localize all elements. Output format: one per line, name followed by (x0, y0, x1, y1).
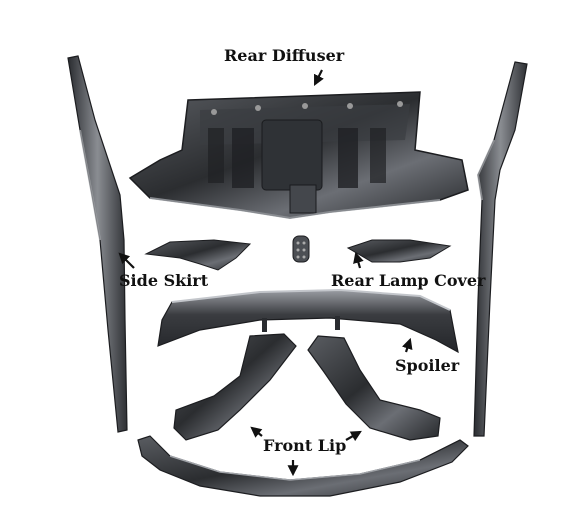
spoiler-label: Spoiler (395, 356, 460, 375)
arrow-side-skirt (118, 252, 135, 269)
left-side-skirt-part (67, 55, 128, 433)
arrow-rear-lamp (353, 251, 364, 269)
rear-diffuser-part (128, 91, 469, 220)
arrow-front-lip-left (250, 426, 263, 438)
front-lip-right-segment (307, 335, 441, 441)
left-rear-lamp-cover-part (144, 239, 252, 271)
rear-diffuser-label: Rear Diffuser (224, 46, 345, 65)
right-rear-lamp-cover-part (346, 239, 452, 263)
rear-lamp-cover-label: Rear Lamp Cover (331, 271, 486, 290)
annotation-arrows (118, 69, 413, 477)
spoiler-part (157, 288, 459, 354)
right-side-skirt-part (473, 61, 528, 437)
arrow-front-lip-right (345, 430, 362, 442)
front-lip-label: Front Lip (263, 436, 347, 455)
arrow-spoiler (401, 337, 413, 353)
arrow-rear-diffuser (314, 69, 324, 86)
side-skirt-label: Side Skirt (119, 271, 209, 290)
small-accessory-part (292, 235, 310, 263)
front-lip-main-blade (137, 435, 469, 497)
front-lip-left-segment (173, 333, 297, 441)
